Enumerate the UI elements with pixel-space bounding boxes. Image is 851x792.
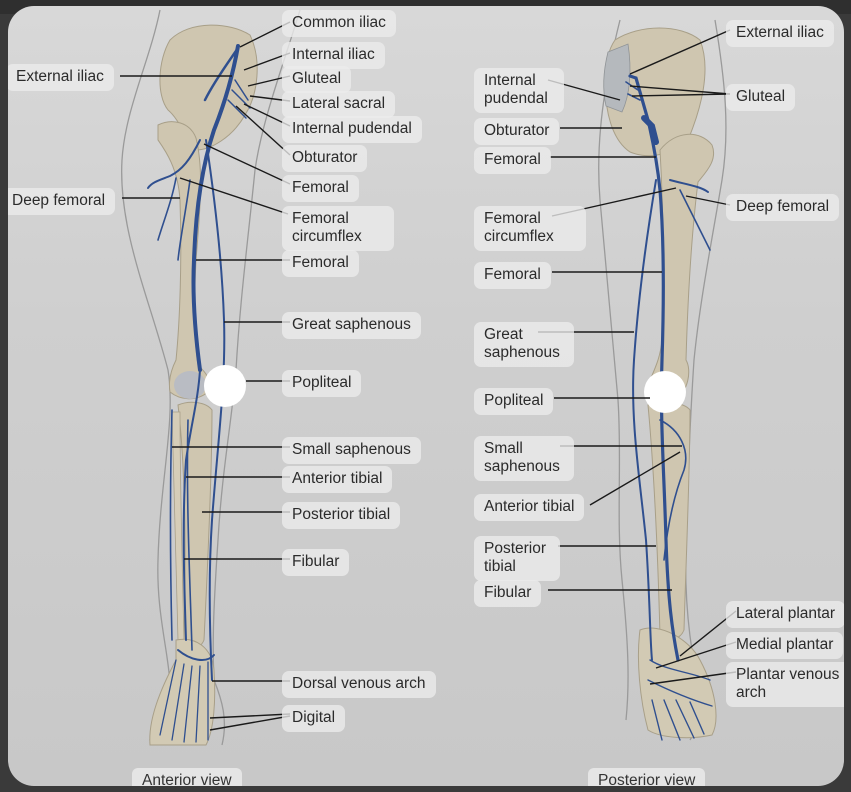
label-post-gluteal: Gluteal xyxy=(726,84,795,111)
label-common-iliac: Common iliac xyxy=(282,10,396,37)
posterior-view-caption: Posterior view xyxy=(588,768,705,786)
anterior-foot-bones xyxy=(150,639,215,745)
label-post-femoral-lower: Femoral xyxy=(474,262,551,289)
label-post-internal-pudendal: Internal pudendal xyxy=(474,68,564,113)
label-post-fibular: Fibular xyxy=(474,580,541,607)
label-post-popliteal: Popliteal xyxy=(474,388,553,415)
label-femoral-lower: Femoral xyxy=(282,250,359,277)
posterior-sacrum xyxy=(604,44,630,112)
label-internal-pudendal: Internal pudendal xyxy=(282,116,422,143)
label-femoral-upper: Femoral xyxy=(282,175,359,202)
posterior-popliteal-marker xyxy=(644,371,686,413)
label-gluteal: Gluteal xyxy=(282,66,351,93)
anterior-patella xyxy=(174,371,206,399)
label-post-obturator: Obturator xyxy=(474,118,559,145)
label-post-great-saphenous: Great saphenous xyxy=(474,322,574,367)
label-deep-femoral: Deep femoral xyxy=(8,188,115,215)
label-obturator: Obturator xyxy=(282,145,367,172)
label-posterior-tibial: Posterior tibial xyxy=(282,502,400,529)
label-anterior-tibial: Anterior tibial xyxy=(282,466,392,493)
anterior-view-caption: Anterior view xyxy=(132,768,242,786)
leg-vein-diagram xyxy=(8,6,844,786)
label-external-iliac: External iliac xyxy=(8,64,114,91)
label-post-deep-femoral: Deep femoral xyxy=(726,194,839,221)
label-popliteal: Popliteal xyxy=(282,370,361,397)
label-post-femoral-circumflex: Femoral circumflex xyxy=(474,206,586,251)
label-post-small-saphenous: Small saphenous xyxy=(474,436,574,481)
label-digital: Digital xyxy=(282,705,345,732)
anterior-leg xyxy=(120,10,300,745)
label-fibular: Fibular xyxy=(282,549,349,576)
label-dorsal-venous-arch: Dorsal venous arch xyxy=(282,671,436,698)
posterior-leg xyxy=(538,20,736,740)
label-post-anterior-tibial: Anterior tibial xyxy=(474,494,584,521)
diagram-frame: Common iliac Internal iliac External ili… xyxy=(8,6,844,786)
label-post-femoral-upper: Femoral xyxy=(474,147,551,174)
label-post-posterior-tibial: Posterior tibial xyxy=(474,536,560,581)
label-post-lateral-plantar: Lateral plantar xyxy=(726,601,844,628)
anterior-popliteal-marker xyxy=(204,365,246,407)
label-small-saphenous: Small saphenous xyxy=(282,437,421,464)
label-internal-iliac: Internal iliac xyxy=(282,42,385,69)
label-lateral-sacral: Lateral sacral xyxy=(282,91,395,118)
label-post-external-iliac: External iliac xyxy=(726,20,834,47)
label-femoral-circumflex: Femoral circumflex xyxy=(282,206,394,251)
label-post-plantar-venous-arch: Plantar venous arch xyxy=(726,662,844,707)
label-great-saphenous: Great saphenous xyxy=(282,312,421,339)
label-post-medial-plantar: Medial plantar xyxy=(726,632,843,659)
